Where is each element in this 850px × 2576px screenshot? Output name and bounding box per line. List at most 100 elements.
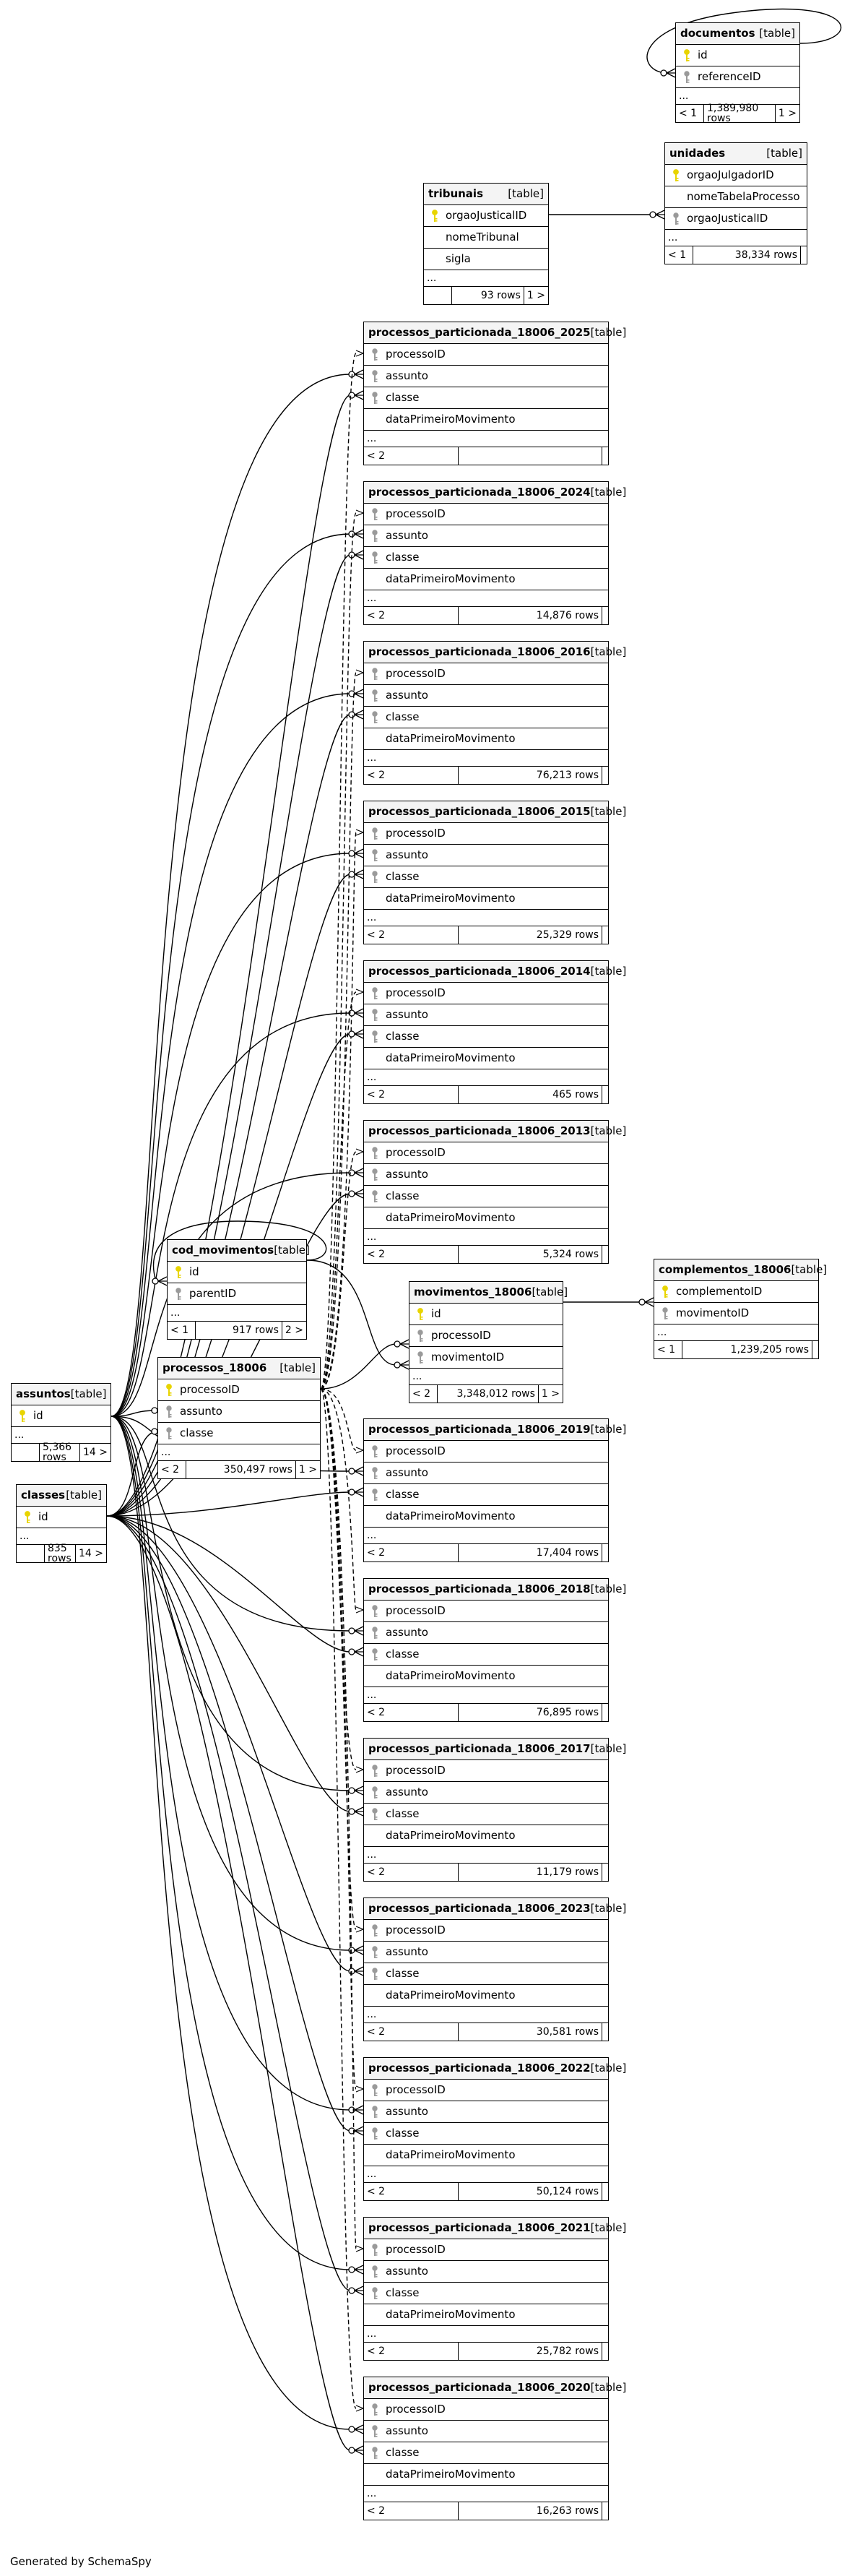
column-row[interactable]: complementoID (654, 1281, 818, 1303)
column-row[interactable]: dataPrimeiroMovimento (364, 888, 608, 910)
children-link[interactable]: 1 > (778, 108, 797, 119)
column-name[interactable]: dataPrimeiroMovimento (386, 1989, 516, 2002)
table-name[interactable]: processos_particionada_18006_2022 (368, 2062, 591, 2075)
table-header[interactable]: processos_particionada_18006_2013[table] (364, 1121, 626, 1142)
column-row[interactable]: classe (364, 1804, 608, 1825)
column-row[interactable]: classe (158, 1423, 320, 1444)
table-name[interactable]: processos_particionada_18006_2016 (368, 645, 591, 658)
parents-link[interactable]: < 2 (364, 447, 459, 465)
column-row[interactable]: parentID (168, 1283, 306, 1305)
table-name[interactable]: cod_movimentos (172, 1244, 274, 1257)
children-link[interactable] (602, 1246, 608, 1263)
table-header[interactable]: processos_particionada_18006_2019[table] (364, 1419, 626, 1441)
parents-link[interactable]: < 1 (665, 246, 693, 264)
column-name[interactable]: classe (386, 1189, 420, 1202)
column-row[interactable]: classe (364, 2283, 608, 2304)
table-processos-particionada-2017[interactable]: processos_particionada_18006_2017[table]… (363, 1738, 626, 1882)
parents-link[interactable]: < 2 (364, 2343, 459, 2360)
column-name[interactable]: processoID (386, 1146, 446, 1159)
children-link[interactable] (602, 1864, 608, 1881)
column-name[interactable]: id (33, 1409, 43, 1422)
table-header[interactable]: tribunais[table] (424, 184, 548, 205)
table-name[interactable]: documentos (680, 27, 755, 40)
parents-link[interactable]: < 1 (654, 1341, 682, 1358)
children-link[interactable] (602, 607, 608, 624)
column-row[interactable]: processoID (364, 1601, 608, 1622)
table-name[interactable]: classes (21, 1489, 66, 1502)
table-header[interactable]: classes[table] (17, 1485, 106, 1507)
children-link[interactable] (602, 447, 608, 465)
column-row[interactable]: dataPrimeiroMovimento (364, 569, 608, 590)
children-link[interactable] (812, 1341, 818, 1358)
column-name[interactable]: dataPrimeiroMovimento (386, 732, 516, 745)
table-header[interactable]: processos_particionada_18006_2022[table] (364, 2058, 626, 2080)
column-name[interactable]: assunto (386, 369, 428, 382)
column-name[interactable]: processoID (431, 1329, 491, 1342)
children-link[interactable] (602, 1544, 608, 1561)
parents-link[interactable]: < 2 (364, 767, 459, 784)
parents-link[interactable] (424, 287, 452, 304)
table-processos-particionada-2023[interactable]: processos_particionada_18006_2023[table]… (363, 1897, 626, 2041)
table-processos-particionada-2025[interactable]: processos_particionada_18006_2025[table]… (363, 322, 626, 465)
children-link[interactable]: 1 > (298, 1464, 317, 1476)
column-name[interactable]: complementoID (676, 1285, 763, 1298)
column-row[interactable]: processoID (364, 663, 608, 685)
column-row[interactable]: id (17, 1507, 106, 1528)
column-name[interactable]: processoID (386, 1764, 446, 1777)
table-name[interactable]: processos_particionada_18006_2025 (368, 326, 591, 339)
column-row[interactable]: classe (364, 707, 608, 728)
table-header[interactable]: processos_18006[table] (158, 1358, 320, 1379)
column-name[interactable]: assunto (180, 1405, 222, 1418)
column-row[interactable]: nomeTribunal (424, 227, 548, 249)
parents-link[interactable]: < 2 (158, 1461, 186, 1478)
column-name[interactable]: assunto (386, 848, 428, 861)
table-name[interactable]: processos_particionada_18006_2013 (368, 1124, 591, 1137)
table-header[interactable]: processos_particionada_18006_2024[table] (364, 482, 626, 504)
parents-link[interactable]: < 2 (364, 1544, 459, 1561)
column-name[interactable]: processoID (386, 2083, 446, 2096)
column-row[interactable]: classe (364, 2123, 608, 2145)
column-row[interactable]: processoID (364, 1760, 608, 1782)
column-name[interactable]: dataPrimeiroMovimento (386, 1829, 516, 1842)
children-link[interactable] (602, 2502, 608, 2520)
column-row[interactable]: dataPrimeiroMovimento (364, 1985, 608, 2007)
column-row[interactable]: assunto (364, 2101, 608, 2123)
column-row[interactable]: dataPrimeiroMovimento (364, 728, 608, 750)
children-link[interactable]: 14 > (83, 1447, 108, 1458)
column-row[interactable]: assunto (364, 1164, 608, 1186)
column-name[interactable]: orgaoJulgadorID (687, 168, 774, 181)
table-processos-particionada-2014[interactable]: processos_particionada_18006_2014[table]… (363, 960, 626, 1104)
column-name[interactable]: id (431, 1307, 441, 1320)
table-processos-particionada-2024[interactable]: processos_particionada_18006_2024[table]… (363, 481, 626, 625)
column-row[interactable]: orgaoJusticalID (424, 205, 548, 227)
children-link[interactable]: 1 > (541, 1388, 560, 1400)
column-row[interactable]: id (409, 1304, 563, 1325)
column-name[interactable]: referenceID (698, 70, 761, 83)
column-row[interactable]: classe (364, 547, 608, 569)
column-name[interactable]: dataPrimeiroMovimento (386, 2468, 516, 2481)
column-row[interactable]: dataPrimeiroMovimento (364, 409, 608, 431)
column-row[interactable]: dataPrimeiroMovimento (364, 2304, 608, 2326)
column-row[interactable]: assunto (364, 366, 608, 387)
column-row[interactable]: orgaoJusticalID (665, 208, 807, 230)
column-name[interactable]: assunto (386, 1168, 428, 1181)
column-row[interactable]: movimentoID (409, 1347, 563, 1369)
table-header[interactable]: cod_movimentos[table] (168, 1240, 310, 1262)
column-name[interactable]: dataPrimeiroMovimento (386, 1211, 516, 1224)
column-name[interactable]: sigla (446, 252, 471, 265)
column-name[interactable]: classe (386, 2446, 420, 2459)
column-name[interactable]: orgaoJusticalID (446, 209, 527, 222)
column-row[interactable]: processoID (364, 983, 608, 1004)
column-row[interactable]: dataPrimeiroMovimento (364, 1506, 608, 1528)
column-name[interactable]: classe (386, 1807, 420, 1820)
children-link[interactable] (602, 2023, 608, 2041)
column-name[interactable]: processoID (386, 1604, 446, 1617)
table-processos-particionada-2022[interactable]: processos_particionada_18006_2022[table]… (363, 2057, 626, 2201)
column-row[interactable]: processoID (364, 2239, 608, 2261)
children-link[interactable] (602, 767, 608, 784)
table-name[interactable]: complementos_18006 (659, 1263, 792, 1276)
column-row[interactable]: classe (364, 1186, 608, 1207)
